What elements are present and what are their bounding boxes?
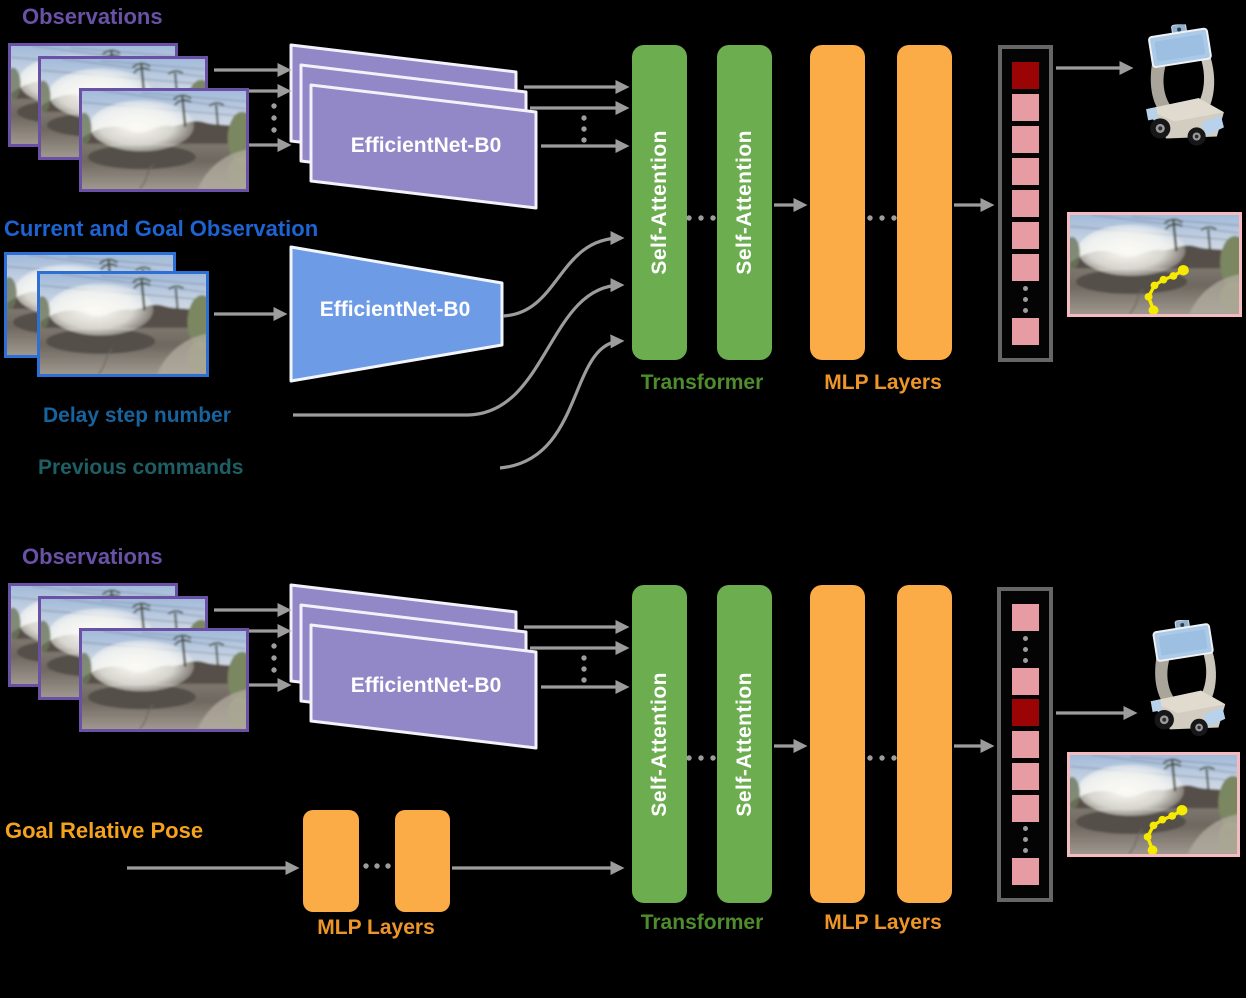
observations-label-bottom: Observations [22,544,163,569]
self-attention-label: Self-Attention [647,671,671,817]
output-token-column-bottom [997,587,1053,902]
mlp-block [810,585,865,903]
self-attention-block: Self-Attention [632,45,687,360]
trajectory-path [1144,264,1189,314]
action-token [1012,318,1039,345]
self-attention-block: Self-Attention [632,585,687,903]
action-token [1011,731,1039,758]
previous-commands-label: Previous commands [38,456,244,479]
goal-observation-image [37,271,209,377]
ellipsis-dots [271,103,897,869]
action-token [1012,190,1039,217]
robot-image [1141,616,1233,746]
observation-image [79,628,249,732]
action-token [1012,126,1039,153]
action-token [1012,158,1039,185]
output-token-column-top [998,45,1053,362]
mlp-block [810,45,865,360]
observation-encoder-stack-bottom [288,582,540,752]
transformer-label-top: Transformer [640,371,764,394]
mlp-block [897,585,952,903]
action-token [1011,762,1039,790]
action-token [1011,794,1039,822]
trajectory-overlay-image [1067,752,1240,857]
mlp-block [897,45,952,360]
pose-mlp-block [395,810,450,912]
self-attention-label: Self-Attention [732,130,756,275]
robot-image [1136,24,1232,152]
current-goal-label: Current and Goal Observation [4,216,319,241]
self-attention-label: Self-Attention [647,130,671,275]
efficientnet-label: EfficientNet-B0 [350,674,502,697]
action-token [1011,667,1039,695]
self-attention-block: Self-Attention [717,585,772,903]
pose-mlp-layers-label: MLP Layers [317,916,435,939]
observation-image [79,88,249,192]
transformer-label-bottom: Transformer [640,911,764,934]
action-token [1012,94,1039,121]
efficientnet-label: EfficientNet-B0 [319,298,471,321]
mlp-layers-label-top: MLP Layers [824,371,942,394]
token-ellipsis [1023,286,1028,313]
action-token [1012,254,1039,281]
action-token [1011,858,1039,885]
self-attention-block: Self-Attention [717,45,772,360]
selected-action-token [1011,699,1039,727]
token-ellipsis [1022,826,1028,854]
observation-encoder-stack-top [288,42,540,212]
action-token [1011,604,1039,631]
trajectory-path [1143,804,1188,854]
pose-mlp-block [303,810,359,912]
self-attention-label: Self-Attention [732,671,756,817]
action-token [1012,222,1039,249]
token-ellipsis [1022,635,1028,663]
efficientnet-label: EfficientNet-B0 [350,134,502,157]
delay-step-label: Delay step number [43,404,231,427]
mlp-layers-label-bottom: MLP Layers [824,911,942,934]
goal-relative-pose-label: Goal Relative Pose [5,818,204,843]
selected-action-token [1012,62,1039,89]
arrows [127,60,1138,876]
observations-label-top: Observations [22,4,163,29]
trajectory-overlay-image [1067,212,1242,317]
